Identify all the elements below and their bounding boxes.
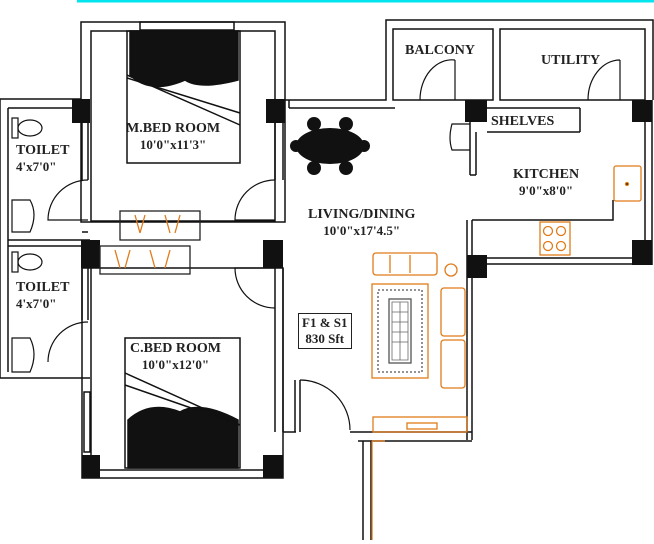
room-size: 4'x7'0"	[16, 159, 57, 174]
room-size: 10'0"x12'0"	[141, 357, 210, 372]
room-name: TOILET	[16, 143, 70, 158]
room-name: KITCHEN	[513, 167, 580, 182]
unit-code: F1 & S1	[302, 315, 348, 330]
fixtures	[11, 117, 470, 373]
columns	[72, 99, 652, 478]
beds	[124, 30, 241, 469]
window	[139, 21, 235, 31]
door-swings	[47, 59, 621, 431]
room-size: 10'0"x17'4.5"	[323, 223, 401, 238]
room-size: 4'x7'0"	[16, 296, 57, 311]
room-name: LIVING/DINING	[308, 207, 416, 222]
balcony-label: BALCONY	[405, 43, 476, 58]
unit-area: 830 Sft	[305, 331, 345, 346]
room-name: C.BED ROOM	[130, 341, 221, 356]
shelves-label: SHELVES	[491, 114, 555, 129]
room-name: M.BED ROOM	[126, 121, 221, 136]
room-size: 10'0"x11'3"	[139, 137, 207, 152]
dining-set	[290, 117, 370, 175]
room-name: TOILET	[16, 280, 70, 295]
room-size: 9'0"x8'0"	[518, 183, 574, 198]
orange-furniture	[99, 165, 642, 540]
utility-label: UTILITY	[541, 53, 601, 68]
